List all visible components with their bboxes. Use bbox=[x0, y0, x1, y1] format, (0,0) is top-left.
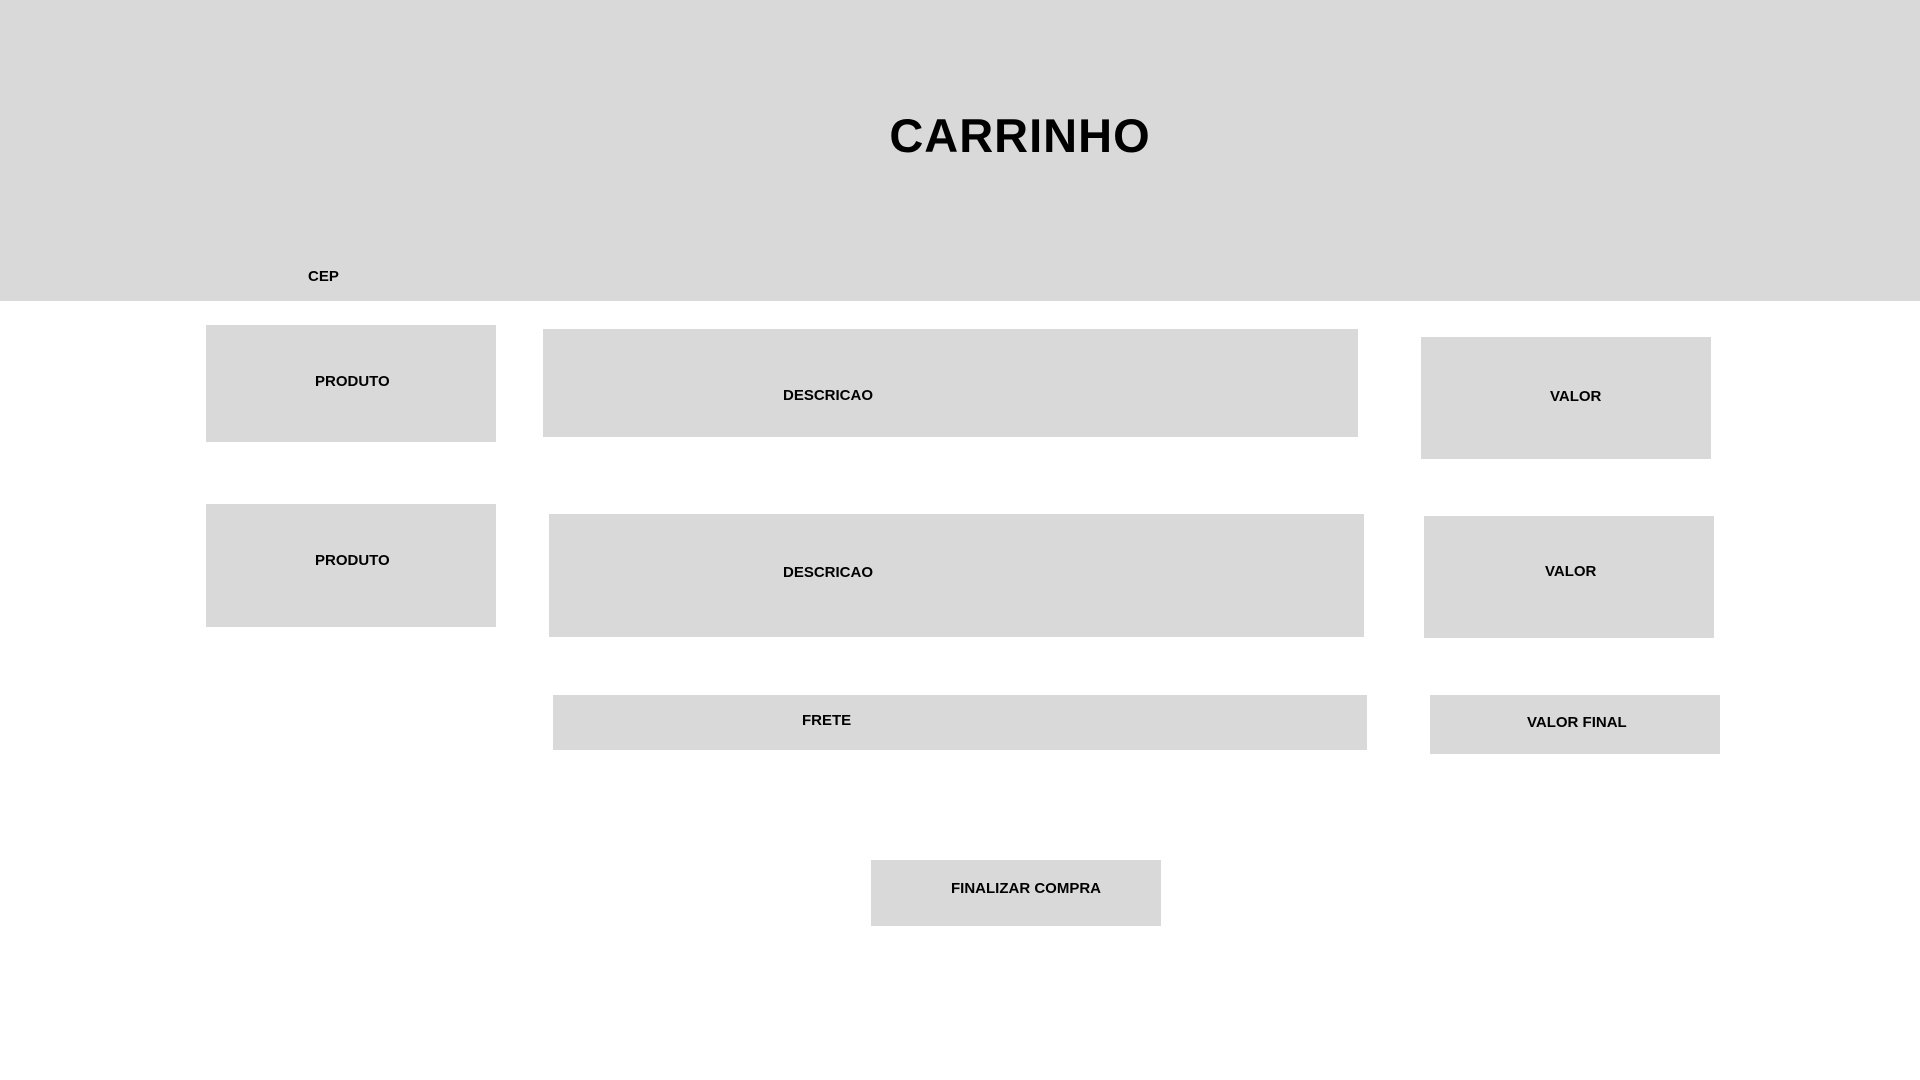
cep-label: CEP bbox=[308, 268, 339, 285]
header-banner: CARRINHO CEP bbox=[0, 0, 1920, 301]
price-label: VALOR bbox=[1550, 388, 1602, 405]
description-label: DESCRICAO bbox=[783, 564, 874, 581]
description-label: DESCRICAO bbox=[783, 387, 874, 404]
product-description-1: DESCRICAO bbox=[543, 329, 1358, 437]
product-price-2: VALOR bbox=[1424, 516, 1714, 638]
final-total-label: VALOR FINAL bbox=[1527, 714, 1627, 731]
price-label: VALOR bbox=[1545, 563, 1597, 580]
product-description-2: DESCRICAO bbox=[549, 514, 1364, 637]
product-image-1[interactable]: PRODUTO bbox=[206, 325, 496, 442]
product-label: PRODUTO bbox=[315, 552, 390, 569]
product-price-1: VALOR bbox=[1421, 337, 1711, 459]
product-image-2[interactable]: PRODUTO bbox=[206, 504, 496, 627]
shipping-label: FRETE bbox=[802, 712, 852, 729]
page-title: CARRINHO bbox=[889, 109, 1151, 162]
checkout-button-label: FINALIZAR COMPRA bbox=[951, 880, 1101, 897]
product-label: PRODUTO bbox=[315, 373, 390, 390]
final-total-box: VALOR FINAL bbox=[1430, 695, 1720, 754]
checkout-button[interactable]: FINALIZAR COMPRA bbox=[871, 860, 1161, 926]
shipping-box: FRETE bbox=[553, 695, 1367, 750]
